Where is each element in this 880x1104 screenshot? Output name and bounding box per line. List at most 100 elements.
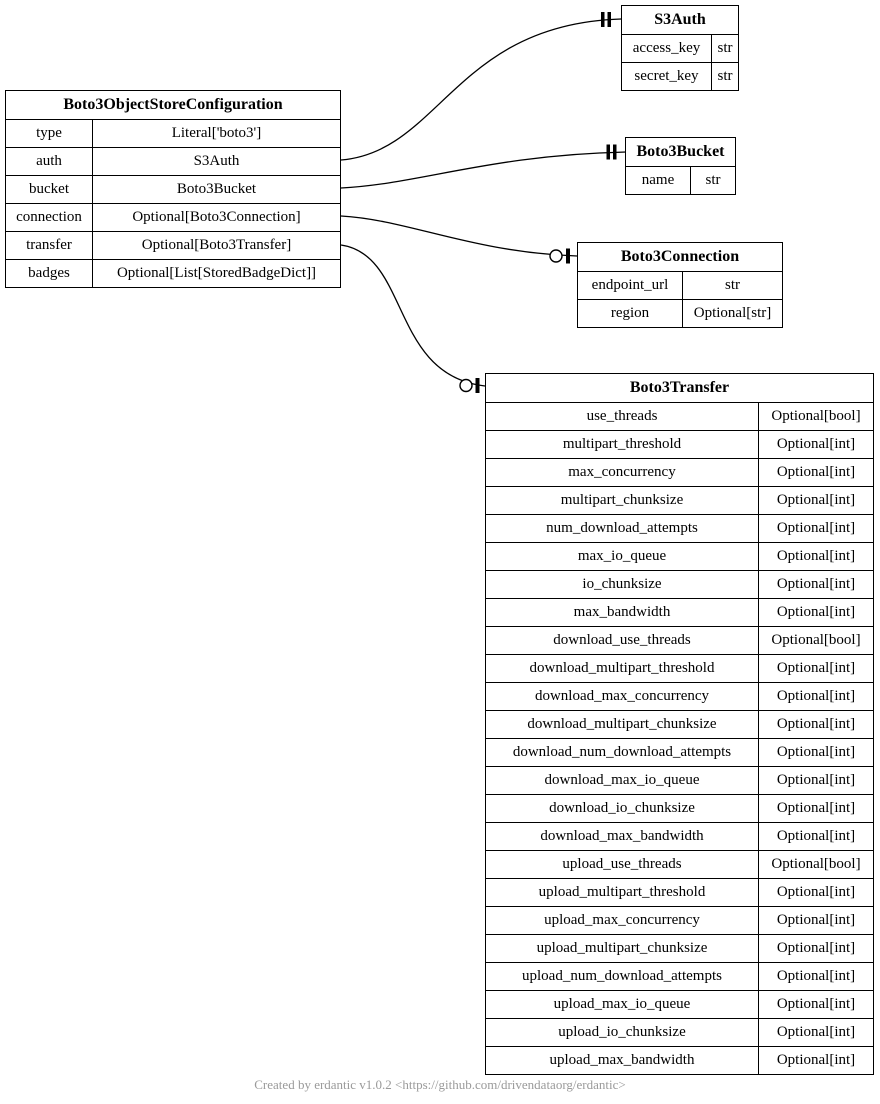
- field-name-cell: name: [626, 167, 691, 194]
- field-name-cell: upload_multipart_chunksize: [486, 935, 759, 962]
- field-name-cell: download_max_bandwidth: [486, 823, 759, 850]
- field-row: use_threads Optional[bool]: [486, 402, 873, 430]
- field-name-cell: download_io_chunksize: [486, 795, 759, 822]
- entity-title: Boto3Bucket: [636, 143, 725, 160]
- field-name-cell: upload_io_chunksize: [486, 1019, 759, 1046]
- field-type-cell: str: [717, 40, 733, 56]
- field-rows: type Literal['boto3'] auth S3Auth bucket Boto…: [6, 119, 340, 287]
- field-type-cell: Optional[List[StoredBadgeDict]]: [116, 265, 317, 281]
- field-type-cell: Optional[int]: [776, 716, 856, 732]
- field-type-cell: Optional[Boto3Connection]: [132, 209, 301, 225]
- field-row: connection Optional[Boto3Connection]: [6, 203, 340, 231]
- field-row: badges Optional[List[StoredBadgeDict]]: [6, 259, 340, 287]
- field-name-cell: bucket: [6, 176, 93, 203]
- cardinality-zero-or-one-icon: [459, 378, 480, 393]
- relationship-edge: [340, 151, 627, 189]
- field-type-cell: Boto3Bucket: [176, 181, 257, 197]
- field-name-cell: access_key: [622, 35, 712, 62]
- field-name-cell: download_multipart_chunksize: [486, 711, 759, 738]
- field-row: download_multipart_chunksize Optional[int…: [486, 710, 873, 738]
- entity-title: Boto3ObjectStoreConfiguration: [63, 96, 283, 113]
- cardinality-exactly-one-icon: [601, 12, 611, 27]
- field-name-cell: num_download_attempts: [486, 515, 759, 542]
- field-type-cell: Optional[int]: [776, 884, 856, 900]
- field-type-cell: Optional[int]: [776, 576, 856, 592]
- field-name-cell: download_multipart_threshold: [486, 655, 759, 682]
- field-row: download_io_chunksize Optional[int]: [486, 794, 873, 822]
- field-name-cell: connection: [6, 204, 93, 231]
- entity-title: S3Auth: [654, 11, 706, 28]
- field-type-cell: Optional[int]: [776, 940, 856, 956]
- field-name-cell: download_num_download_attempts: [486, 739, 759, 766]
- field-name-cell: io_chunksize: [486, 571, 759, 598]
- field-type-cell: S3Auth: [193, 153, 240, 169]
- field-name-cell: upload_max_concurrency: [486, 907, 759, 934]
- field-row: bucket Boto3Bucket: [6, 175, 340, 203]
- field-name-cell: secret_key: [622, 63, 712, 90]
- field-type-cell: Optional[int]: [776, 996, 856, 1012]
- field-name-cell: endpoint_url: [578, 272, 683, 299]
- edge-config-auth-to-s3auth: [340, 12, 622, 161]
- field-type-cell: Optional[int]: [776, 520, 856, 536]
- field-name-cell: use_threads: [486, 403, 759, 430]
- field-name-cell: upload_num_download_attempts: [486, 963, 759, 990]
- field-row: upload_max_bandwidth Optional[int]: [486, 1046, 873, 1074]
- field-type-cell: Optional[int]: [776, 1052, 856, 1068]
- field-type-cell: Optional[Boto3Transfer]: [141, 237, 292, 253]
- field-name-cell: download_max_concurrency: [486, 683, 759, 710]
- field-name-cell: upload_use_threads: [486, 851, 759, 878]
- edge-config-transfer-to-boto3transfer: [340, 244, 486, 393]
- edge-config-connection-to-boto3connection: [340, 215, 578, 264]
- field-type-cell: Optional[int]: [776, 604, 856, 620]
- field-name-cell: download_max_io_queue: [486, 767, 759, 794]
- field-row: type Literal['boto3']: [6, 119, 340, 147]
- field-name-cell: type: [6, 120, 93, 147]
- field-name-cell: badges: [6, 260, 93, 287]
- field-name-cell: auth: [6, 148, 93, 175]
- field-row: auth S3Auth: [6, 147, 340, 175]
- field-type-cell: Optional[bool]: [771, 408, 861, 424]
- field-row: io_chunksize Optional[int]: [486, 570, 873, 598]
- field-type-cell: str: [705, 172, 721, 188]
- field-type-cell: Optional[int]: [776, 800, 856, 816]
- field-type-cell: Literal['boto3']: [171, 125, 262, 141]
- cardinality-exactly-one-icon: [606, 144, 617, 160]
- field-row: download_max_concurrency Optional[int]: [486, 682, 873, 710]
- field-name-cell: multipart_chunksize: [486, 487, 759, 514]
- field-type-cell: Optional[int]: [776, 744, 856, 760]
- field-type-cell: Optional[str]: [693, 305, 772, 321]
- relationship-edge: [340, 215, 578, 257]
- field-type-cell: Optional[int]: [776, 688, 856, 704]
- field-row: access_key str: [622, 34, 738, 62]
- field-type-cell: Optional[int]: [776, 492, 856, 508]
- field-type-cell: Optional[int]: [776, 464, 856, 480]
- field-name-cell: upload_max_bandwidth: [486, 1047, 759, 1074]
- field-type-cell: Optional[int]: [776, 912, 856, 928]
- entity-title: Boto3Connection: [620, 248, 740, 265]
- field-type-cell: Optional[int]: [776, 436, 856, 452]
- field-type-cell: str: [717, 68, 733, 84]
- field-row: upload_max_concurrency Optional[int]: [486, 906, 873, 934]
- relationship-edge: [340, 244, 486, 387]
- relationship-edge: [340, 18, 622, 161]
- field-name-cell: upload_multipart_threshold: [486, 879, 759, 906]
- credit-footer: Created by erdantic v1.0.2 <https://gith…: [254, 1077, 626, 1092]
